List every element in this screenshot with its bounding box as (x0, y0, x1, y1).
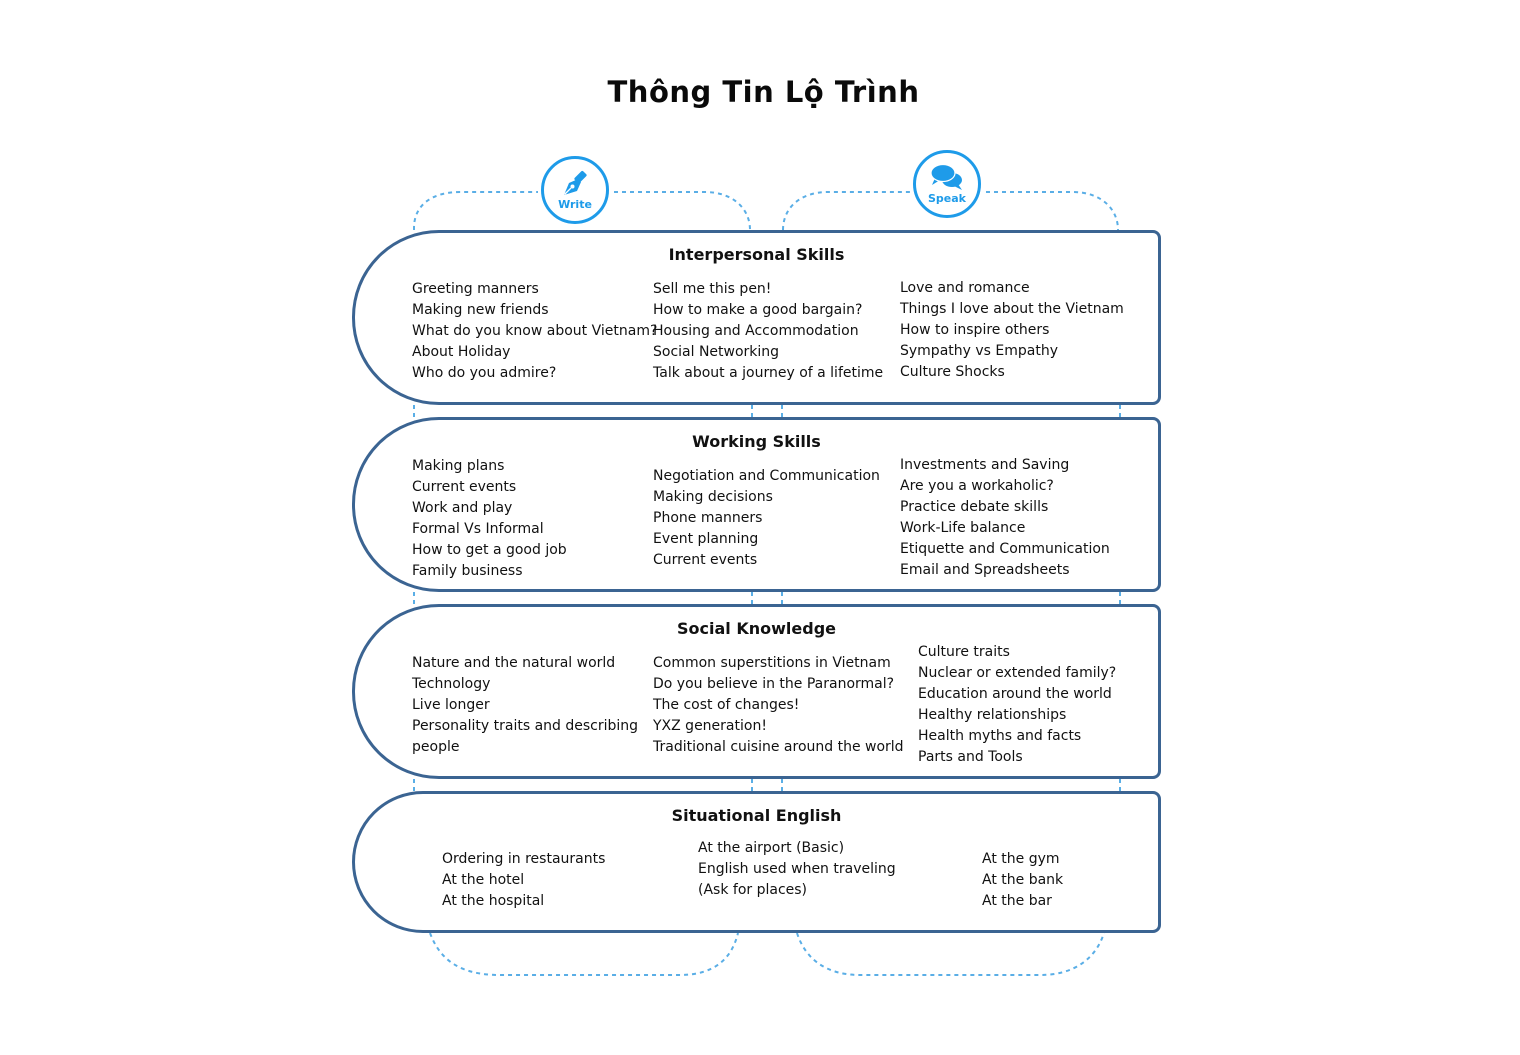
topic-item: Things I love about the Vietnam (900, 301, 1124, 317)
topic-item: Talk about a journey of a lifetime (653, 365, 884, 381)
topic-column-3: Culture traits Nuclear or extended famil… (918, 642, 1116, 768)
topic-item: Formal Vs Informal (412, 521, 544, 537)
topic-item: Are you a workaholic? (900, 478, 1054, 494)
topic-item: Culture traits (918, 644, 1010, 660)
topic-column-3: Investments and Saving Are you a workaho… (900, 455, 1110, 581)
topic-item: Live longer (412, 697, 490, 713)
topic-item: Health myths and facts (918, 728, 1082, 744)
topic-item: At the hotel (442, 872, 525, 888)
topic-item: Who do you admire? (412, 365, 557, 381)
section-title: Working Skills (692, 432, 821, 451)
topic-column-1: Greeting manners Making new friends What… (412, 279, 657, 384)
topic-item: Current events (412, 479, 517, 495)
topic-item: At the gym (982, 851, 1060, 867)
section-card-situational-english: Situational English Ordering in restaura… (352, 791, 1161, 933)
topic-item: Technology (412, 676, 491, 692)
topic-item: Do you believe in the Paranormal? (653, 676, 895, 692)
topic-column-2: At the airport (Basic) English used when… (698, 838, 898, 901)
topic-item: Sell me this pen! (653, 281, 772, 297)
speak-badge: Speak (913, 150, 981, 218)
topic-item: Event planning (653, 531, 759, 547)
topic-item: Practice debate skills (900, 499, 1049, 515)
pen-nib-icon (564, 170, 587, 195)
write-badge-label: Write (558, 198, 592, 211)
topic-item: Work-Life balance (900, 520, 1026, 536)
topic-item: Social Networking (653, 344, 780, 360)
topic-column-1: Ordering in restaurants At the hotel At … (442, 849, 605, 912)
topic-item: How to make a good bargain? (653, 302, 863, 318)
speak-badge-label: Speak (928, 192, 966, 205)
topic-item: Housing and Accommodation (653, 323, 859, 339)
topic-item: The cost of changes! (653, 697, 800, 713)
write-badge: Write (541, 156, 609, 224)
speech-bubbles-icon (930, 163, 962, 190)
topic-item: Common superstitions in Vietnam (653, 655, 891, 671)
topic-item: At the airport (Basic) (698, 840, 845, 856)
topic-item: How to inspire others (900, 322, 1050, 338)
topic-item: YXZ generation! (653, 718, 767, 734)
section-card-working-skills: Working Skills Making plans Current even… (352, 417, 1161, 592)
section-card-social-knowledge: Social Knowledge Nature and the natural … (352, 604, 1161, 779)
topic-item: Phone manners (653, 510, 763, 526)
section-title: Social Knowledge (677, 619, 836, 638)
topic-column-2: Common superstitions in Vietnam Do you b… (653, 653, 904, 758)
topic-item: Work and play (412, 500, 513, 516)
section-title: Interpersonal Skills (668, 245, 845, 264)
topic-item: Parts and Tools (918, 749, 1023, 765)
topic-item: Education around the world (918, 686, 1112, 702)
topic-item: English used when traveling (Ask for pla… (698, 861, 896, 898)
topic-item: Email and Spreadsheets (900, 562, 1070, 578)
topic-item: How to get a good job (412, 542, 567, 558)
topic-item: At the bar (982, 893, 1052, 909)
topic-column-3: Love and romance Things I love about the… (900, 278, 1124, 383)
topic-item: Traditional cuisine around the world (653, 739, 904, 755)
topic-column-1: Nature and the natural world Technology … (412, 653, 642, 758)
topic-item: Etiquette and Communication (900, 541, 1110, 557)
topic-item: Making decisions (653, 489, 773, 505)
topic-item: Nature and the natural world (412, 655, 616, 671)
topic-item: Making plans (412, 458, 505, 474)
topic-column-2: Sell me this pen! How to make a good bar… (653, 279, 883, 384)
section-title: Situational English (671, 806, 842, 825)
topic-item: Love and romance (900, 280, 1030, 296)
topic-item: Ordering in restaurants (442, 851, 606, 867)
topic-item: What do you know about Vietnam? (412, 323, 658, 339)
topic-item: Culture Shocks (900, 364, 1005, 380)
topic-item: Making new friends (412, 302, 549, 318)
topic-item: At the bank (982, 872, 1064, 888)
topic-item: Personality traits and describing people (412, 718, 639, 755)
topic-item: At the hospital (442, 893, 545, 909)
topic-column-1: Making plans Current events Work and pla… (412, 456, 567, 582)
page-title: Thông Tin Lộ Trình (607, 75, 920, 109)
topic-item: Current events (653, 552, 758, 568)
topic-item: Healthy relationships (918, 707, 1067, 723)
topic-item: Greeting manners (412, 281, 539, 297)
topic-item: Nuclear or extended family? (918, 665, 1117, 681)
section-card-interpersonal-skills: Interpersonal Skills Greeting manners Ma… (352, 230, 1161, 405)
topic-item: Negotiation and Communication (653, 468, 880, 484)
topic-item: About Holiday (412, 344, 511, 360)
topic-item: Family business (412, 563, 523, 579)
topic-column-3: At the gym At the bank At the bar (982, 849, 1063, 912)
topic-column-2: Negotiation and Communication Making dec… (653, 466, 880, 571)
topic-item: Sympathy vs Empathy (900, 343, 1058, 359)
topic-item: Investments and Saving (900, 457, 1070, 473)
